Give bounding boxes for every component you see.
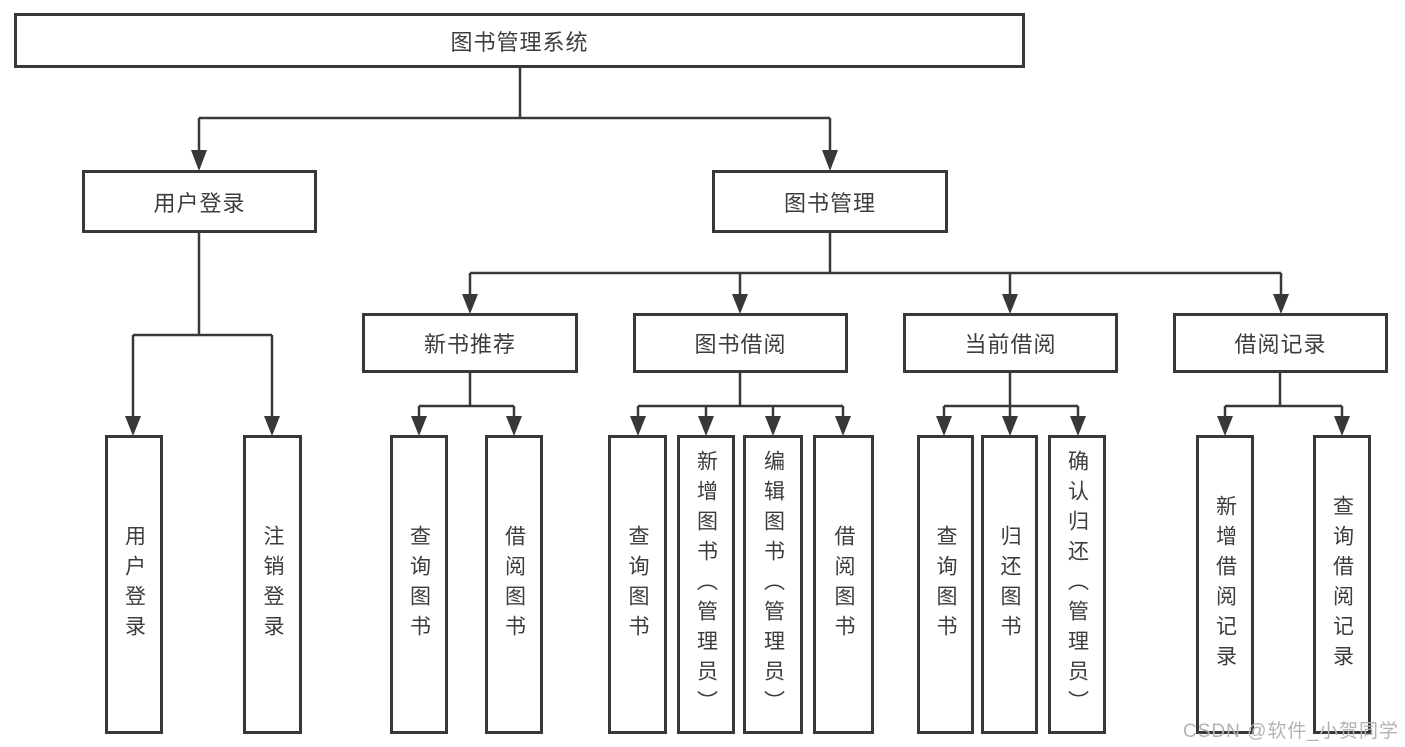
elbow-current-borrow-split — [944, 372, 1078, 408]
elbow-user-login-split — [133, 232, 272, 337]
arrowhead — [1002, 416, 1018, 436]
leaf-label: 注销登录 — [261, 524, 284, 645]
leaf-label: 借阅图书 — [832, 524, 855, 645]
arrowhead — [125, 416, 141, 436]
node-current-borrow: 当前借阅 — [903, 313, 1118, 373]
leaf-label: 用户登录 — [122, 524, 146, 645]
arrowhead — [1070, 416, 1086, 436]
leaf-recommend-borrow-books: 借阅图书 — [485, 435, 543, 734]
node-label: 借阅记录 — [1234, 332, 1327, 357]
watermark: CSDN @软件_小贺同学 — [1183, 721, 1399, 742]
node-label: 新书推荐 — [423, 332, 516, 357]
node-label: 图书管理 — [783, 190, 876, 216]
leaf-recommend-query-books: 查询图书 — [390, 435, 448, 734]
node-book-management: 图书管理 — [712, 170, 948, 233]
arrowhead — [191, 150, 207, 171]
elbow-book-management-split — [470, 232, 1281, 275]
arrowhead — [835, 416, 851, 436]
arrowhead — [1002, 294, 1018, 314]
leaf-borrow-query-books: 查询图书 — [608, 435, 667, 734]
leaf-label: 新增借阅记录 — [1213, 494, 1237, 675]
arrowhead — [411, 416, 427, 436]
arrowhead — [698, 416, 714, 436]
leaf-add-borrow-record: 新增借阅记录 — [1196, 435, 1254, 734]
arrowhead — [630, 416, 646, 436]
arrowhead — [1217, 416, 1233, 436]
node-new-book-recommend: 新书推荐 — [362, 313, 578, 373]
leaf-label: 归还图书 — [998, 524, 1021, 645]
leaf-query-borrow-record: 查询借阅记录 — [1313, 435, 1371, 734]
leaf-current-query-books: 查询图书 — [917, 435, 974, 734]
leaf-label: 查询图书 — [934, 524, 957, 645]
elbow-new-book-split — [419, 372, 514, 408]
leaf-logout: 注销登录 — [243, 435, 302, 734]
node-label: 图书借阅 — [694, 332, 787, 357]
node-borrow-records: 借阅记录 — [1173, 313, 1388, 373]
elbow-borrow-records-split — [1225, 372, 1342, 408]
leaf-return-books: 归还图书 — [981, 435, 1038, 734]
leaf-confirm-return-admin: 确认归还（管理员） — [1048, 435, 1106, 734]
node-user-login: 用户登录 — [82, 170, 317, 233]
leaf-label: 确认归还（管理员） — [1065, 449, 1089, 720]
arrowhead — [1334, 416, 1350, 436]
leaf-label: 查询图书 — [626, 524, 649, 645]
arrowhead — [732, 294, 748, 314]
leaf-add-books-admin: 新增图书（管理员） — [677, 435, 735, 734]
elbow-root-to-level2 — [199, 66, 830, 120]
node-book-borrow: 图书借阅 — [633, 313, 848, 373]
arrowhead — [462, 294, 478, 314]
leaf-label: 借阅图书 — [502, 524, 526, 645]
leaf-label: 编辑图书（管理员） — [761, 449, 785, 720]
leaf-borrow-borrow-books: 借阅图书 — [813, 435, 874, 734]
node-label: 用户登录 — [153, 190, 246, 216]
arrow-shafts — [131, 118, 1344, 418]
node-label: 当前借阅 — [964, 332, 1057, 357]
leaf-user-login: 用户登录 — [105, 435, 163, 734]
leaf-edit-books-admin: 编辑图书（管理员） — [743, 435, 803, 734]
arrowhead — [1273, 294, 1289, 314]
leaf-label: 查询借阅记录 — [1330, 494, 1354, 675]
arrowhead — [765, 416, 781, 436]
node-book-management-system: 图书管理系统 — [14, 13, 1025, 68]
arrowhead — [936, 416, 952, 436]
arrowhead — [264, 416, 280, 436]
arrowhead — [506, 416, 522, 436]
elbow-book-borrow-split — [638, 372, 843, 408]
leaf-label: 查询图书 — [407, 524, 431, 645]
node-label: 图书管理系统 — [450, 29, 589, 55]
arrowhead — [822, 150, 838, 171]
leaf-label: 新增图书（管理员） — [694, 449, 718, 720]
